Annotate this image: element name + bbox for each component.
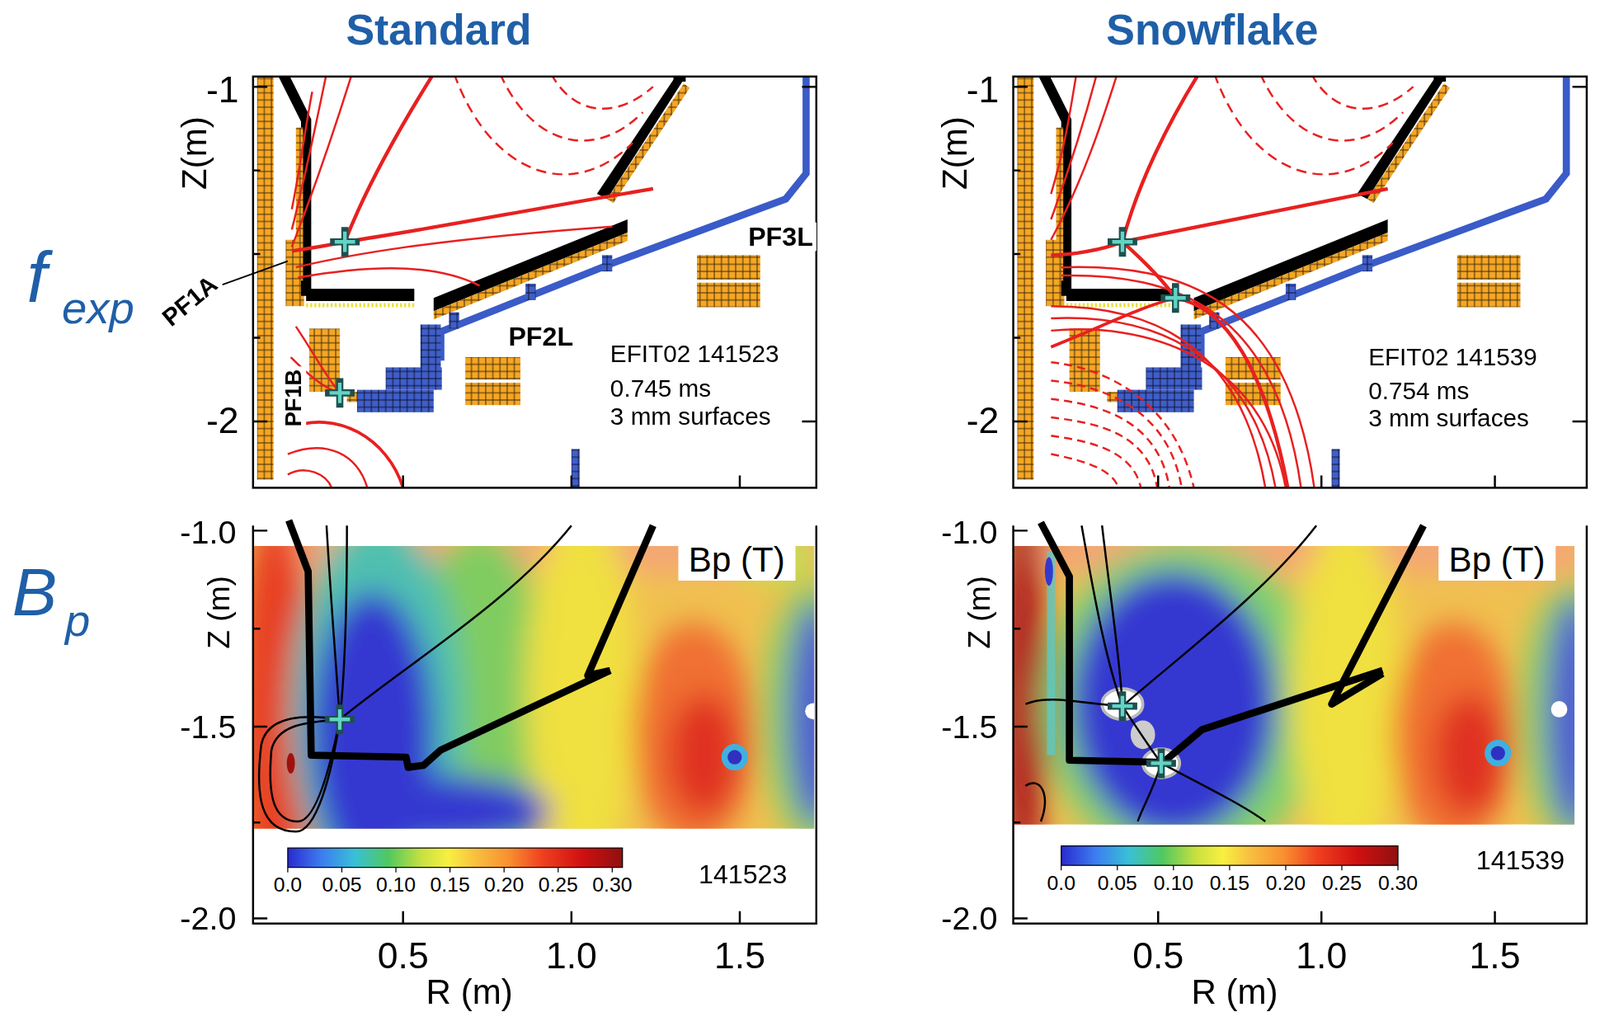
row-label: f [23,240,50,315]
colorbar-tick: 0.20 [480,873,528,896]
colorbar-tick: 0.05 [319,873,366,896]
row-label: exp [58,284,137,332]
axis-label: -2.0 [177,900,240,936]
colorbar-tick: 0.05 [1094,871,1141,895]
snowflake-flux-plot [1013,73,1587,488]
axis-label: 1.0 [542,936,600,976]
colorbar-tick: 0.15 [427,873,474,896]
coil-label: PF2L [505,322,577,352]
axis-label: 0.5 [374,936,432,976]
colorbar-tick: 0.30 [1374,871,1422,895]
axis-label: Z(m) [175,112,213,193]
standard-flux-plot [222,73,817,488]
colorbar-tick: 0.10 [1150,871,1197,895]
colorbar-tick: 0.25 [535,873,582,896]
shot-note: EFIT02 141523 [607,340,782,368]
row-label: p [61,597,94,645]
standard-bp-map [236,510,873,924]
axis-label: -1.0 [938,515,1002,551]
colorbar-tick: 0.15 [1206,871,1253,895]
shot-note: 3 mm surfaces [607,403,774,430]
coil-label: PF3L [744,222,816,252]
colorbar-tick: 0.20 [1262,871,1309,895]
colorbar-tick: 0.0 [270,873,306,896]
axis-label: 1.0 [1293,936,1351,976]
colorbar-tick: 0.0 [1044,871,1079,895]
axis-label: 1.5 [1466,936,1524,976]
shot-note: 0.754 ms [1364,377,1473,405]
axis-label: R (m) [1188,973,1282,1011]
panel-heading: Snowflake [1103,8,1322,53]
axis-label: Z(m) [936,112,974,193]
axis-label: 0.5 [1129,936,1187,976]
colorbar-tick: 0.30 [589,873,636,896]
shot-note: 3 mm surfaces [1364,404,1532,432]
axis-label: Z (m) [202,572,236,652]
axis-label: -2 [963,400,1003,440]
axis-label: 1.5 [710,936,768,976]
axis-label: -1.5 [177,709,240,744]
map-title: Bp (T) [1438,537,1556,581]
shot-note: 0.745 ms [607,375,715,402]
colorbar-tick: 0.10 [372,873,419,896]
axis-label: -1 [963,70,1003,109]
shot-number: 141523 [695,860,791,890]
axis-label: -2.0 [938,900,1002,936]
axis-label: -2 [202,400,242,440]
axis-label: Z (m) [963,572,997,652]
snowflake-bp-map [998,489,1600,924]
panel-heading: Standard [343,8,536,53]
coil-label: PF1A [155,268,226,334]
axis-label: -1 [202,70,242,109]
axis-label: -1.0 [177,515,240,551]
axis-label: R (m) [423,973,517,1011]
row-label: B [9,557,61,627]
shot-number: 141539 [1472,846,1568,876]
coil-label: PF1B [281,366,306,430]
colorbar-tick: 0.25 [1318,871,1365,895]
axis-label: -1.5 [938,709,1002,744]
map-title: Bp (T) [677,537,796,581]
shot-note: EFIT02 141539 [1364,343,1540,371]
